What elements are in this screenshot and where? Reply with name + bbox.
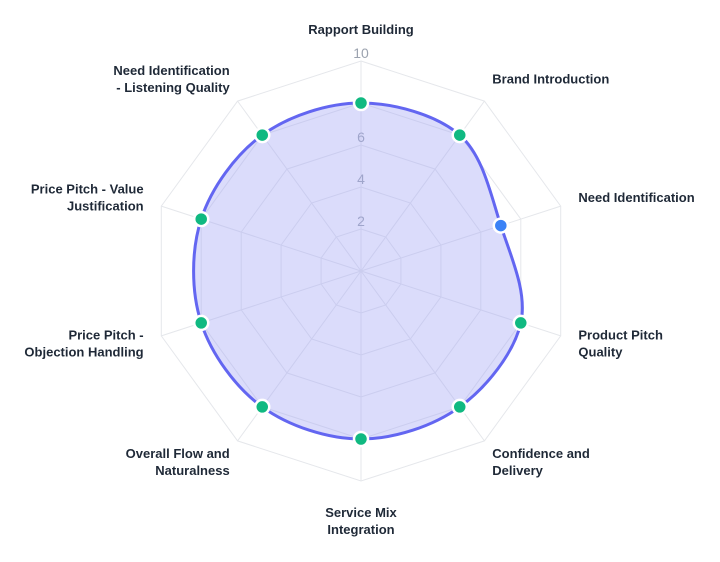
axis-label-line: Naturalness xyxy=(155,463,229,478)
data-point xyxy=(254,126,271,144)
axis-label-line: Confidence and xyxy=(492,446,590,461)
axis-label: Need Identification xyxy=(578,190,694,205)
axis-label: Need Identification - Listening Quality xyxy=(113,63,230,95)
axis-label: Price Pitch - Objection Handling xyxy=(24,328,143,360)
axis-label-line: Objection Handling xyxy=(24,345,143,360)
data-point xyxy=(352,94,370,112)
axis-label-line: Integration xyxy=(327,522,394,537)
tick-label: 6 xyxy=(357,129,365,145)
axis-label-line: Delivery xyxy=(492,463,543,478)
axis-label-line: Quality xyxy=(578,345,623,360)
data-point xyxy=(254,398,271,416)
tick-label: 10 xyxy=(353,45,369,61)
axis-label-line: - Listening Quality xyxy=(116,80,230,95)
data-point xyxy=(352,430,370,448)
axis-label-line: Justification xyxy=(67,198,144,213)
axis-label-line: Product Pitch xyxy=(578,328,663,343)
data-point xyxy=(192,210,210,228)
axis-label-line: Price Pitch - Value xyxy=(31,181,144,196)
tick-label: 2 xyxy=(357,213,365,229)
data-point xyxy=(451,398,468,416)
data-point xyxy=(451,126,468,144)
data-point xyxy=(512,314,530,332)
axis-label: Brand Introduction xyxy=(492,71,609,86)
data-point xyxy=(192,314,210,332)
radar-points xyxy=(192,94,530,448)
axis-label-line: Need Identification xyxy=(578,190,694,205)
axis-label-line: Brand Introduction xyxy=(492,71,609,86)
grid-spoke xyxy=(360,205,561,272)
axis-label-line: Service Mix xyxy=(325,505,397,520)
radar-series-area xyxy=(192,101,524,441)
data-point xyxy=(492,217,510,234)
radar-tick-labels: 2 4 6 10 xyxy=(353,45,369,229)
axis-label-line: Rapport Building xyxy=(308,22,413,37)
axis-label-line: Need Identification xyxy=(113,63,229,78)
series-line xyxy=(192,101,524,441)
axis-label-line: Overall Flow and xyxy=(126,446,230,461)
tick-label: 4 xyxy=(357,171,365,187)
axis-label-line: Price Pitch - xyxy=(68,328,143,343)
axis-label: Rapport Building xyxy=(308,22,413,37)
